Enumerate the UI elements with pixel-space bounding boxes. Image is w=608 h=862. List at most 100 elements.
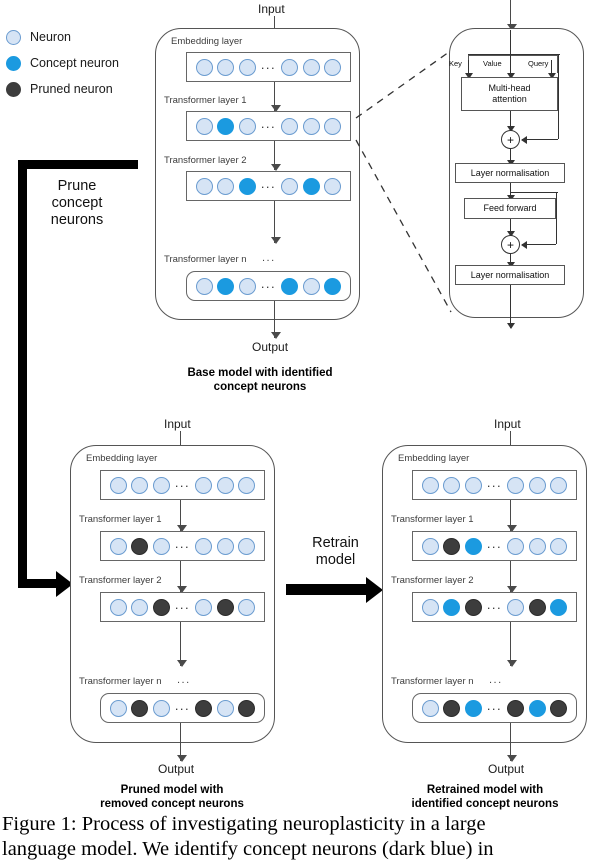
base-output-label: Output bbox=[252, 340, 289, 354]
retrained-layer-label-3: Transformer layer n bbox=[391, 676, 474, 687]
neuron bbox=[195, 277, 213, 295]
concept-neuron bbox=[550, 598, 568, 616]
base-flow-arrow-1 bbox=[270, 141, 281, 171]
legend-label: Pruned neuron bbox=[30, 82, 113, 96]
neuron bbox=[153, 537, 171, 555]
key-arrow bbox=[465, 60, 474, 79]
pruned-layer-label-1: Transformer layer 1 bbox=[79, 514, 162, 525]
pruned-flow-arrow-2 bbox=[176, 622, 187, 667]
neuron bbox=[421, 699, 439, 717]
neuron bbox=[239, 58, 257, 76]
residual-top-line bbox=[468, 54, 560, 56]
concept-neuron bbox=[465, 537, 483, 555]
attention-out-arrow bbox=[507, 111, 516, 132]
zoom-line-top bbox=[355, 51, 450, 119]
neuron bbox=[421, 598, 439, 616]
neuron bbox=[109, 598, 127, 616]
retrained-flow-arrow-1 bbox=[506, 561, 517, 593]
residual-ff-right-line bbox=[556, 192, 558, 244]
neuron bbox=[195, 177, 213, 195]
neuron bbox=[239, 277, 257, 295]
residual-arrow-1 bbox=[521, 135, 558, 144]
residual-arrow-2 bbox=[521, 240, 556, 249]
retrained-input-label: Input bbox=[494, 417, 521, 431]
pruned-neuron bbox=[238, 699, 256, 717]
neuron bbox=[421, 537, 439, 555]
legend-item-neuron: Neuron bbox=[6, 24, 156, 50]
retrain-arrow-head bbox=[366, 577, 383, 603]
retrained-model-title-line1: Retrained model with bbox=[426, 784, 544, 796]
legend-label: Concept neuron bbox=[30, 56, 119, 70]
prune-arrow-head bbox=[56, 571, 73, 597]
neuron-swatch-icon bbox=[6, 29, 21, 45]
pruned-flow-arrow-0 bbox=[176, 500, 187, 532]
feed-forward-box: Feed forward bbox=[464, 198, 556, 219]
neuron bbox=[528, 476, 546, 494]
neuron-ellipsis: ... bbox=[486, 697, 503, 713]
retrained-layer-label-0: Embedding layer bbox=[398, 453, 470, 464]
retrained-layer-label-1: Transformer layer 1 bbox=[391, 514, 474, 525]
neuron bbox=[302, 277, 320, 295]
base-model-title: Base model with identified concept neuro… bbox=[140, 366, 380, 394]
retrain-label-line2: model bbox=[315, 552, 356, 568]
pruned-layer-row-2: ... bbox=[100, 592, 265, 622]
neuron bbox=[195, 117, 213, 135]
base-layer-label-1: Transformer layer 1 bbox=[164, 95, 247, 106]
pruned-neuron bbox=[131, 537, 149, 555]
pruned-neuron bbox=[194, 699, 212, 717]
neuron bbox=[216, 537, 234, 555]
prune-arrow-stem bbox=[27, 579, 56, 588]
retrain-label: Retrain model bbox=[288, 535, 383, 569]
neuron bbox=[109, 537, 127, 555]
pruned-layer-label-3: Transformer layer n bbox=[79, 676, 162, 687]
neuron-group: ... bbox=[187, 177, 350, 195]
attention-label-line1: Multi-head bbox=[488, 83, 531, 93]
neuron bbox=[109, 476, 127, 494]
pruned-neuron bbox=[506, 699, 524, 717]
pruned-layer-label-2: Transformer layer 2 bbox=[79, 575, 162, 586]
neuron bbox=[194, 598, 212, 616]
neuron bbox=[302, 58, 320, 76]
prune-arrow-vertical bbox=[18, 160, 27, 588]
pruned-neuron bbox=[216, 598, 234, 616]
base-layer-row-2: ... bbox=[186, 171, 351, 201]
retrained-layer-row-3: ... bbox=[412, 693, 577, 723]
neuron bbox=[324, 117, 342, 135]
add-node-1: + bbox=[501, 130, 520, 149]
neuron bbox=[153, 476, 171, 494]
value-arrow bbox=[507, 30, 516, 79]
retrained-layer-row-0: ... bbox=[412, 470, 577, 500]
neuron bbox=[239, 117, 257, 135]
neuron-group: ... bbox=[187, 58, 350, 76]
query-label: Query bbox=[528, 59, 549, 68]
neuron bbox=[131, 598, 149, 616]
neuron-group: ... bbox=[101, 598, 264, 616]
concept-neuron bbox=[217, 117, 235, 135]
neuron-group: ... bbox=[413, 598, 576, 616]
retrained-flow-arrow-2 bbox=[506, 622, 517, 667]
neuron-ellipsis: ... bbox=[486, 535, 503, 551]
neuron-group: ... bbox=[101, 699, 264, 717]
neuron bbox=[324, 177, 342, 195]
base-model-title-line2: concept neurons bbox=[213, 381, 307, 393]
layer-norm-1-box: Layer normalisation bbox=[455, 163, 565, 183]
residual-ff-top-line bbox=[510, 192, 558, 194]
pruned-output-arrow bbox=[176, 723, 187, 762]
neuron-ellipsis: ... bbox=[260, 115, 277, 131]
neuron bbox=[550, 476, 568, 494]
neuron bbox=[506, 537, 524, 555]
prune-label: Prune concept neurons bbox=[22, 178, 132, 229]
neuron bbox=[238, 598, 256, 616]
key-label: Key bbox=[449, 59, 462, 68]
ff-out-arrow bbox=[507, 219, 516, 237]
base-layer-label-2: Transformer layer 2 bbox=[164, 155, 247, 166]
legend-label: Neuron bbox=[30, 30, 71, 44]
pruned-model-title-line2: removed concept neurons bbox=[100, 798, 244, 810]
retrain-arrow-stem bbox=[286, 584, 368, 595]
pruned-neuron bbox=[550, 699, 568, 717]
neuron bbox=[109, 699, 127, 717]
base-layer-row-0: ... bbox=[186, 52, 351, 82]
neuron-group: ... bbox=[101, 476, 264, 494]
pruned-layer-label-0: Embedding layer bbox=[86, 453, 158, 464]
pruned-neuron bbox=[443, 537, 461, 555]
